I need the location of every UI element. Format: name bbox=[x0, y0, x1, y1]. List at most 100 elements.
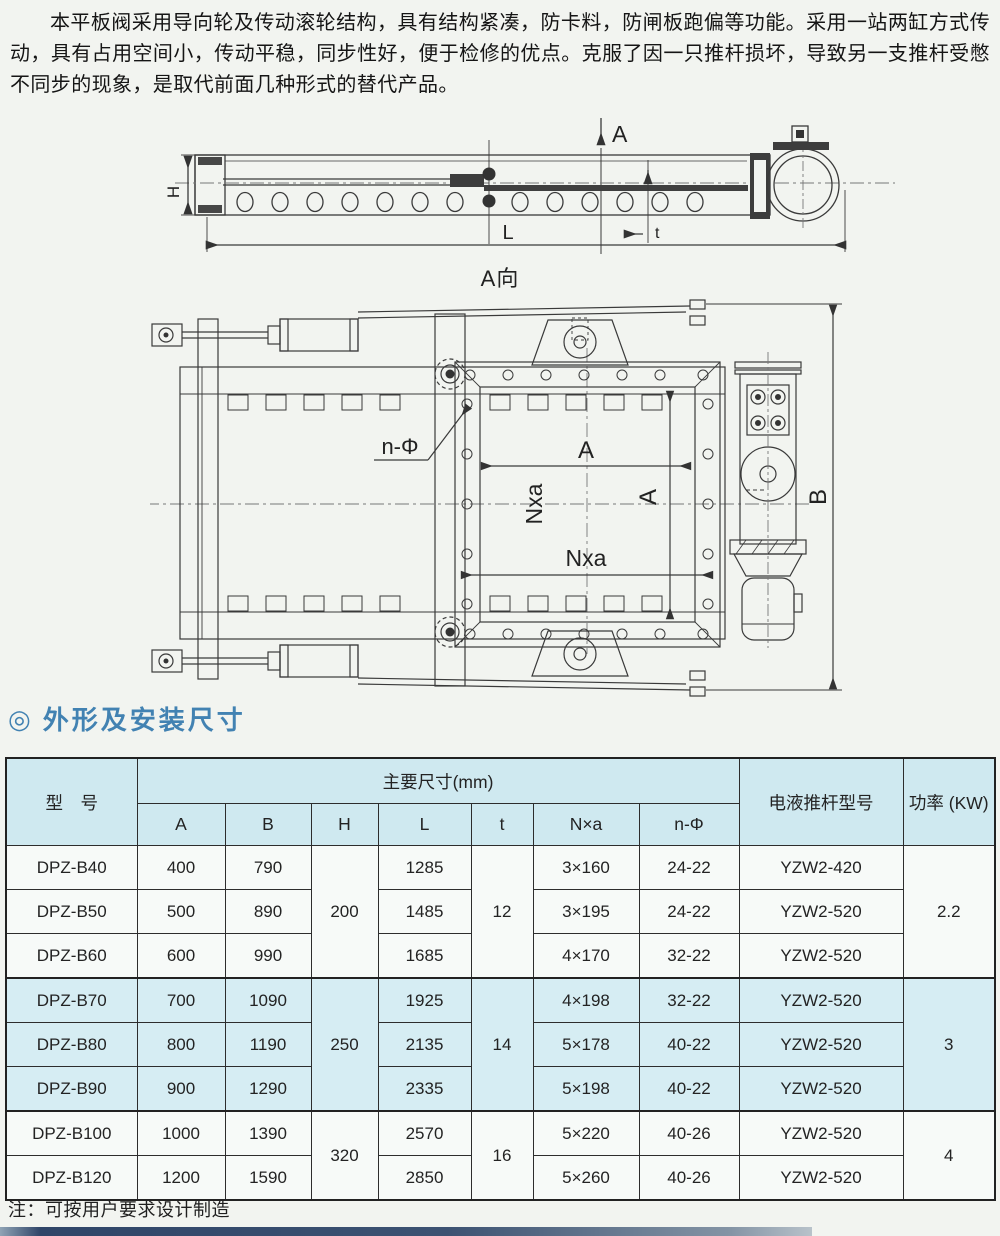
cell-actuator: YZW2-520 bbox=[738, 1066, 904, 1112]
cell-nphi: 24-22 bbox=[638, 889, 740, 934]
front-view-drawing: n-Φ A Nxa A Nxa B bbox=[150, 299, 842, 697]
section-arrow-label: A bbox=[612, 121, 628, 147]
table-row: DPZ-B120 1200 1590 2850 5×260 40-26 YZW2… bbox=[5, 1155, 995, 1201]
cell-actuator: YZW2-420 bbox=[738, 845, 904, 890]
header-dim-b: B bbox=[224, 803, 312, 846]
dimensions-table: 型 号 主要尺寸(mm) 电液推杆型号 功率 (KW) A B H L t N×… bbox=[5, 757, 997, 1201]
cell-actuator: YZW2-520 bbox=[738, 1110, 904, 1156]
cell-b: 1290 bbox=[224, 1066, 312, 1112]
section-title-text: 外形及安装尺寸 bbox=[42, 705, 246, 735]
cell-b: 1090 bbox=[224, 977, 312, 1023]
header-main-dimensions: 主要尺寸(mm) bbox=[136, 757, 740, 804]
cell-nphi: 40-22 bbox=[638, 1066, 740, 1112]
label-n-phi: n-Φ bbox=[381, 434, 418, 459]
cell-h-merged: 250 bbox=[310, 977, 379, 1112]
dim-label-h: H bbox=[164, 186, 183, 198]
cell-h-merged: 200 bbox=[310, 845, 379, 979]
cell-actuator: YZW2-520 bbox=[738, 933, 904, 979]
cell-actuator: YZW2-520 bbox=[738, 1155, 904, 1201]
cell-nxa: 5×198 bbox=[532, 1066, 640, 1112]
cell-nphi: 32-22 bbox=[638, 977, 740, 1023]
view-a-caption: A向 bbox=[480, 266, 520, 291]
header-dim-h: H bbox=[310, 803, 379, 846]
header-dim-nxa: N×a bbox=[532, 803, 640, 846]
cell-l: 2570 bbox=[377, 1110, 472, 1156]
header-dim-l: L bbox=[377, 803, 472, 846]
cell-nphi: 32-22 bbox=[638, 933, 740, 979]
cell-l: 1685 bbox=[377, 933, 472, 979]
cell-h-merged: 320 bbox=[310, 1110, 379, 1201]
cell-a: 900 bbox=[136, 1066, 226, 1112]
cell-t-merged: 12 bbox=[470, 845, 534, 979]
bottom-decoration-bar bbox=[0, 1227, 812, 1236]
header-dim-nphi: n-Φ bbox=[638, 803, 740, 846]
dim-label-l: L bbox=[502, 222, 513, 244]
cell-power-merged: 2.2 bbox=[902, 845, 996, 979]
cell-model: DPZ-B90 bbox=[5, 1066, 138, 1112]
table-row: DPZ-B60 600 990 1685 4×170 32-22 YZW2-52… bbox=[5, 933, 995, 979]
cell-nphi: 40-26 bbox=[638, 1155, 740, 1201]
cell-a: 700 bbox=[136, 977, 226, 1023]
cell-a: 500 bbox=[136, 889, 226, 934]
cell-t-merged: 16 bbox=[470, 1110, 534, 1201]
cell-l: 1285 bbox=[377, 845, 472, 890]
cell-l: 2850 bbox=[377, 1155, 472, 1201]
cell-nphi: 24-22 bbox=[638, 845, 740, 890]
cell-model: DPZ-B100 bbox=[5, 1110, 138, 1156]
cell-nphi: 40-26 bbox=[638, 1110, 740, 1156]
cell-nxa: 3×160 bbox=[532, 845, 640, 890]
label-a-horizontal: A bbox=[578, 437, 594, 464]
cell-a: 600 bbox=[136, 933, 226, 979]
cell-actuator: YZW2-520 bbox=[738, 977, 904, 1023]
cell-model: DPZ-B40 bbox=[5, 845, 138, 890]
cell-actuator: YZW2-520 bbox=[738, 889, 904, 934]
cell-b: 1590 bbox=[224, 1155, 312, 1201]
cell-nxa: 4×170 bbox=[532, 933, 640, 979]
cell-nxa: 5×260 bbox=[532, 1155, 640, 1201]
table-row: DPZ-B100 1000 1390 320 2570 16 5×220 40-… bbox=[5, 1110, 996, 1201]
label-a-vertical: A bbox=[635, 489, 662, 505]
cell-b: 790 bbox=[224, 845, 312, 890]
cell-l: 2135 bbox=[377, 1022, 472, 1067]
cell-a: 1200 bbox=[136, 1155, 226, 1201]
cell-model: DPZ-B120 bbox=[5, 1155, 138, 1201]
cell-a: 800 bbox=[136, 1022, 226, 1067]
cell-t-merged: 14 bbox=[470, 977, 534, 1112]
cell-b: 890 bbox=[224, 889, 312, 934]
side-view-drawing: A H L t bbox=[164, 118, 895, 254]
table-row: DPZ-B70 700 1090 250 1925 14 4×198 32-22… bbox=[5, 977, 996, 1112]
header-actuator: 电液推杆型号 bbox=[738, 757, 904, 846]
dim-label-t: t bbox=[655, 225, 660, 242]
cell-power-merged: 3 bbox=[902, 977, 996, 1112]
cell-model: DPZ-B50 bbox=[5, 889, 138, 934]
cell-nxa: 5×178 bbox=[532, 1022, 640, 1067]
table-row: DPZ-B40 400 790 200 1285 12 3×160 24-22 … bbox=[5, 845, 996, 979]
cell-nxa: 3×195 bbox=[532, 889, 640, 934]
cell-power-merged: 4 bbox=[902, 1110, 996, 1201]
cell-l: 1925 bbox=[377, 977, 472, 1023]
cell-b: 990 bbox=[224, 933, 312, 979]
cell-model: DPZ-B60 bbox=[5, 933, 138, 979]
cell-l: 1485 bbox=[377, 889, 472, 934]
cell-actuator: YZW2-520 bbox=[738, 1022, 904, 1067]
cell-l: 2335 bbox=[377, 1066, 472, 1112]
cell-nxa: 4×198 bbox=[532, 977, 640, 1023]
cell-model: DPZ-B70 bbox=[5, 977, 138, 1023]
cell-b: 1390 bbox=[224, 1110, 312, 1156]
header-power: 功率 (KW) bbox=[902, 757, 996, 846]
label-nxa-horizontal: Nxa bbox=[566, 545, 607, 571]
table-row: DPZ-B90 900 1290 2335 5×198 40-22 YZW2-5… bbox=[5, 1066, 995, 1112]
cell-nxa: 5×220 bbox=[532, 1110, 640, 1156]
cell-a: 400 bbox=[136, 845, 226, 890]
cell-a: 1000 bbox=[136, 1110, 226, 1156]
header-model: 型 号 bbox=[5, 757, 138, 846]
table-footnote: 注：可按用户要求设计制造 bbox=[8, 1200, 230, 1220]
cell-nphi: 40-22 bbox=[638, 1022, 740, 1067]
table-row: DPZ-B80 800 1190 2135 5×178 40-22 YZW2-5… bbox=[5, 1022, 995, 1067]
label-nxa-vertical: Nxa bbox=[521, 483, 547, 524]
table-row: DPZ-B50 500 890 1485 3×195 24-22 YZW2-52… bbox=[5, 889, 995, 934]
section-bullet-icon: ◎ bbox=[8, 703, 31, 734]
cell-b: 1190 bbox=[224, 1022, 312, 1067]
header-dim-a: A bbox=[136, 803, 226, 846]
intro-paragraph: 本平板阀采用导向轮及传动滚轮结构，具有结构紧凑，防卡料，防闸板跑偏等功能。采用一… bbox=[10, 12, 990, 96]
